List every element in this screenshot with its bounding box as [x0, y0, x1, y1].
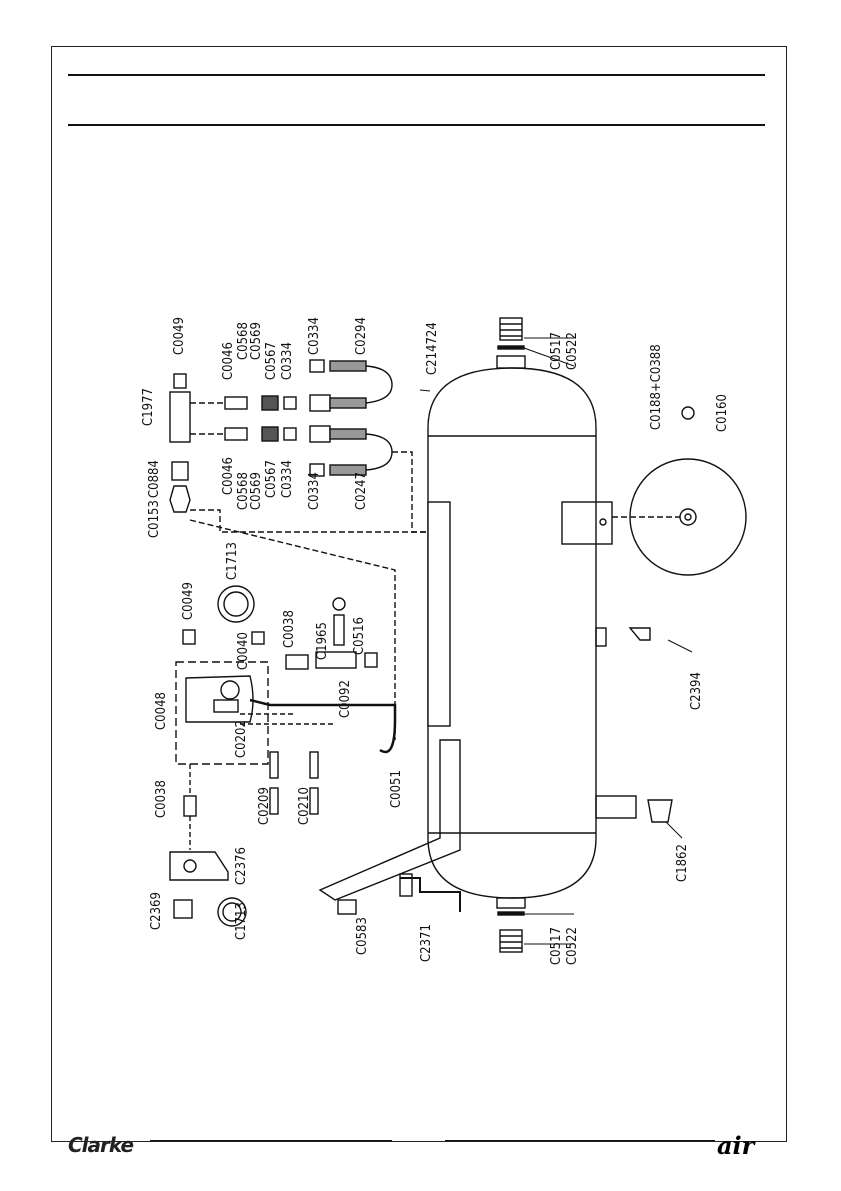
cap-c0049	[174, 374, 186, 388]
label-c1713-bot: C1713	[234, 902, 249, 940]
drain-plug-top	[498, 318, 524, 349]
fitting-c0884	[172, 462, 188, 480]
pressure-switch	[186, 676, 253, 722]
label-c2376: C2376	[234, 847, 249, 885]
hose-to-tank	[392, 452, 428, 532]
label-c0567-b: C0567	[264, 460, 279, 498]
label-c0294: C0294	[354, 317, 369, 355]
label-c0092: C0092	[338, 680, 353, 718]
label-c0210: C0210	[297, 787, 312, 825]
label-c0202: C0202	[234, 720, 249, 758]
label-c1862: C1862	[675, 844, 690, 882]
label-c0160: C0160	[715, 394, 730, 432]
label-c0048: C0048	[154, 692, 169, 730]
label-c0051: C0051	[389, 770, 404, 808]
label-c0334-a: C0334	[280, 342, 295, 380]
fitting-c0038	[184, 796, 196, 816]
label-c0569-b: C0569	[249, 472, 264, 510]
label-c0567-a: C0567	[264, 342, 279, 380]
cap-c0049-mid	[183, 630, 195, 644]
valve-c0153	[170, 486, 190, 512]
label-c0046-a: C0046	[221, 342, 236, 380]
label-c0040: C0040	[236, 632, 251, 670]
manifold	[170, 392, 190, 442]
drain-plug-bottom	[498, 912, 524, 952]
label-c1977: C1977	[141, 388, 156, 426]
label-c0884: C0884	[147, 460, 162, 498]
label-c0517-top: C0517	[549, 332, 564, 370]
label-c0334-d: C0334	[307, 472, 322, 510]
label-c1965: C1965	[315, 622, 330, 660]
label-c0038-b: C0038	[154, 780, 169, 818]
label-c2371: C2371	[419, 924, 434, 962]
handle-grip	[320, 740, 460, 900]
label-c0049-mid: C0049	[181, 582, 196, 620]
label-c0334-b: C0334	[280, 460, 295, 498]
label-c0153: C0153	[147, 500, 162, 538]
label-c0516: C0516	[352, 617, 367, 655]
label-c0517-bot: C0517	[549, 927, 564, 965]
regulator	[170, 852, 228, 880]
label-c0522-top: C0522	[565, 332, 580, 370]
label-c0247: C0247	[354, 472, 369, 510]
label-c0522-bot: C0522	[565, 927, 580, 965]
label-c0334-c: C0334	[307, 317, 322, 355]
label-c0049-top: C0049	[172, 317, 187, 355]
label-c0046-b: C0046	[221, 457, 236, 495]
label-c0569-a: C0569	[249, 322, 264, 360]
label-c0188-c0388: C0188+C0388	[649, 344, 664, 430]
air-tank	[428, 356, 636, 908]
label-c2394: C2394	[689, 672, 704, 710]
label-c0583: C0583	[355, 917, 370, 955]
label-c0038-a: C0038	[282, 610, 297, 648]
label-c2369: C2369	[149, 892, 164, 930]
label-c214724: C214724	[425, 322, 440, 375]
label-c1713-top: C1713	[225, 542, 240, 580]
label-c0209: C0209	[257, 787, 272, 825]
